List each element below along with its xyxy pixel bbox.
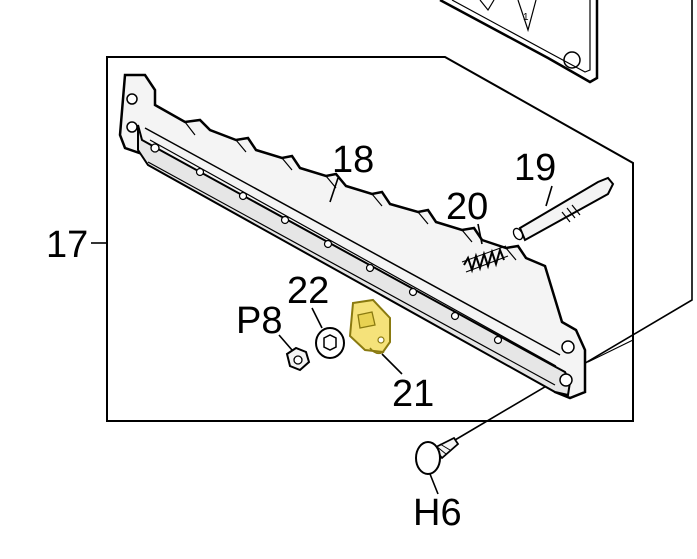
callout-20: 20 [446, 186, 488, 228]
screw-part [415, 436, 460, 475]
callout-19: 19 [514, 147, 556, 189]
pin-part [512, 176, 615, 242]
leader-h6 [454, 0, 693, 441]
triangle-marker-icon: 1 [523, 12, 529, 23]
spring-part [461, 245, 509, 274]
rail-end-leader [587, 339, 634, 363]
washer-part [315, 327, 345, 359]
callout-21: 21 [392, 373, 434, 415]
cover-panel: 1 [439, 0, 599, 84]
assembly-frame [106, 56, 634, 422]
clip-part-highlighted [348, 298, 391, 355]
callout-h6: H6 [413, 492, 462, 534]
nut-part [285, 346, 311, 372]
callout-18: 18 [332, 139, 374, 181]
rail-assembly [118, 73, 587, 400]
callout-17: 17 [46, 224, 88, 266]
callout-22: 22 [287, 270, 329, 312]
callout-p8: P8 [236, 300, 282, 342]
